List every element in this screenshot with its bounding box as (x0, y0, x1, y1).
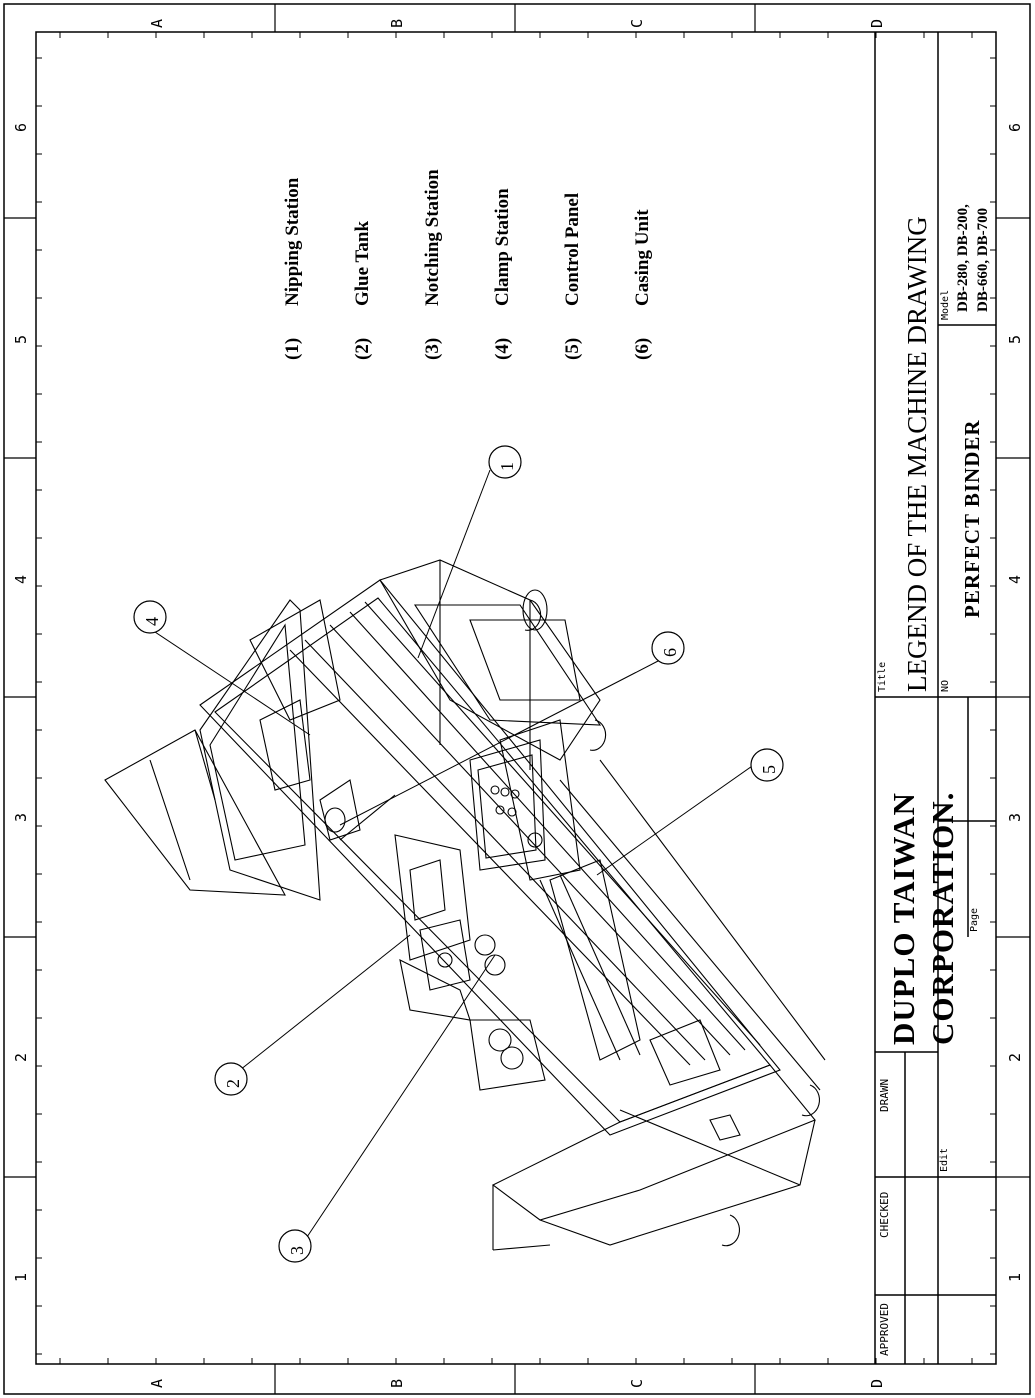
grid-number-left-3: 3 (12, 812, 30, 822)
callout-label-5: 5 (759, 765, 779, 774)
drawing-title: LEGEND OF THE MACHINE DRAWING (902, 216, 932, 692)
drawing-subtitle: PERFECT BINDER (960, 419, 984, 618)
callout-label-4: 4 (142, 617, 162, 626)
legend-item: (3) Notching Station (422, 169, 444, 360)
title-label: Title (877, 661, 888, 692)
legend-item: (4) Clamp Station (492, 188, 514, 360)
model-line1: DB-280, DB-200, (955, 204, 971, 312)
legend-item: (2) Glue Tank (352, 221, 374, 360)
company-name-line1: DUPLO TAIWAN (886, 792, 921, 1045)
model-line2: DB-660, DB-700 (975, 207, 991, 312)
perfect-binder-drawing (104, 559, 826, 1251)
legend-number: (6) (632, 337, 653, 360)
grid-number-left-5: 5 (12, 334, 30, 344)
grid-number-right-3: 3 (1006, 812, 1024, 822)
grid-number-right-2: 2 (1006, 1052, 1024, 1062)
legend-number: (3) (422, 337, 443, 360)
callout-3-circle (278, 1229, 312, 1263)
callout-6-circle (651, 631, 685, 665)
sheet-border (3, 3, 1031, 1395)
page-label: Page (969, 907, 980, 932)
legend-label: Clamp Station (492, 188, 513, 306)
callout-label-1: 1 (497, 462, 517, 471)
grid-letter-bottom-a: A (148, 1378, 166, 1388)
grid-letter-top-c: C (628, 18, 646, 28)
grid-letter-bottom-b: B (388, 1378, 406, 1388)
drawn-label: DRAWN (878, 1078, 891, 1112)
callout-label-3: 3 (287, 1246, 307, 1255)
callout-4-circle (133, 600, 167, 634)
legend-item: (5) Control Panel (562, 193, 584, 360)
legend-number: (5) (562, 337, 583, 360)
callout-5-circle (750, 748, 784, 782)
no-label: NO (940, 679, 951, 692)
legend-label: Notching Station (422, 169, 443, 306)
grid-letter-bottom-d: D (868, 1378, 886, 1388)
legend-label: Nipping Station (282, 177, 303, 306)
callout-label-2: 2 (223, 1079, 243, 1088)
approved-label: APPROVED (878, 1303, 891, 1356)
zone-dividers (4, 4, 1030, 1394)
checked-label: CHECKED (878, 1191, 891, 1238)
grid-letter-top-a: A (148, 18, 166, 28)
grid-number-right-1: 1 (1006, 1272, 1024, 1282)
legend-label: Glue Tank (352, 220, 373, 306)
grid-number-left-6: 6 (12, 122, 30, 132)
company-name-line2: CORPORATION. (925, 791, 960, 1045)
grid-letter-bottom-c: C (628, 1378, 646, 1388)
callout-circles (133, 445, 784, 1263)
callout-2-circle (214, 1062, 248, 1096)
grid-number-left-2: 2 (12, 1052, 30, 1062)
title-block (874, 32, 996, 1364)
grid-letter-top-d: D (868, 18, 886, 28)
grid-number-right-4: 4 (1006, 574, 1024, 584)
callout-leaders (154, 469, 766, 1241)
callout-1-circle (488, 445, 522, 479)
grid-number-right-5: 5 (1006, 334, 1024, 344)
legend-item: (6) Casing Unit (632, 209, 654, 360)
legend-number: (1) (282, 337, 303, 360)
grid-number-right-6: 6 (1006, 122, 1024, 132)
model-label: Model (940, 289, 951, 320)
legend-number: (2) (352, 337, 373, 360)
edit-label: Edit (939, 1147, 950, 1172)
legend-item: (1) Nipping Station (282, 178, 304, 360)
callout-label-6: 6 (660, 648, 680, 657)
grid-number-left-1: 1 (12, 1272, 30, 1282)
legend-label: Control Panel (562, 192, 583, 306)
frame-ticks (36, 32, 996, 1364)
grid-letter-top-b: B (388, 18, 406, 28)
grid-number-left-4: 4 (12, 574, 30, 584)
legend-label: Casing Unit (632, 209, 653, 306)
legend-number: (4) (492, 337, 513, 360)
